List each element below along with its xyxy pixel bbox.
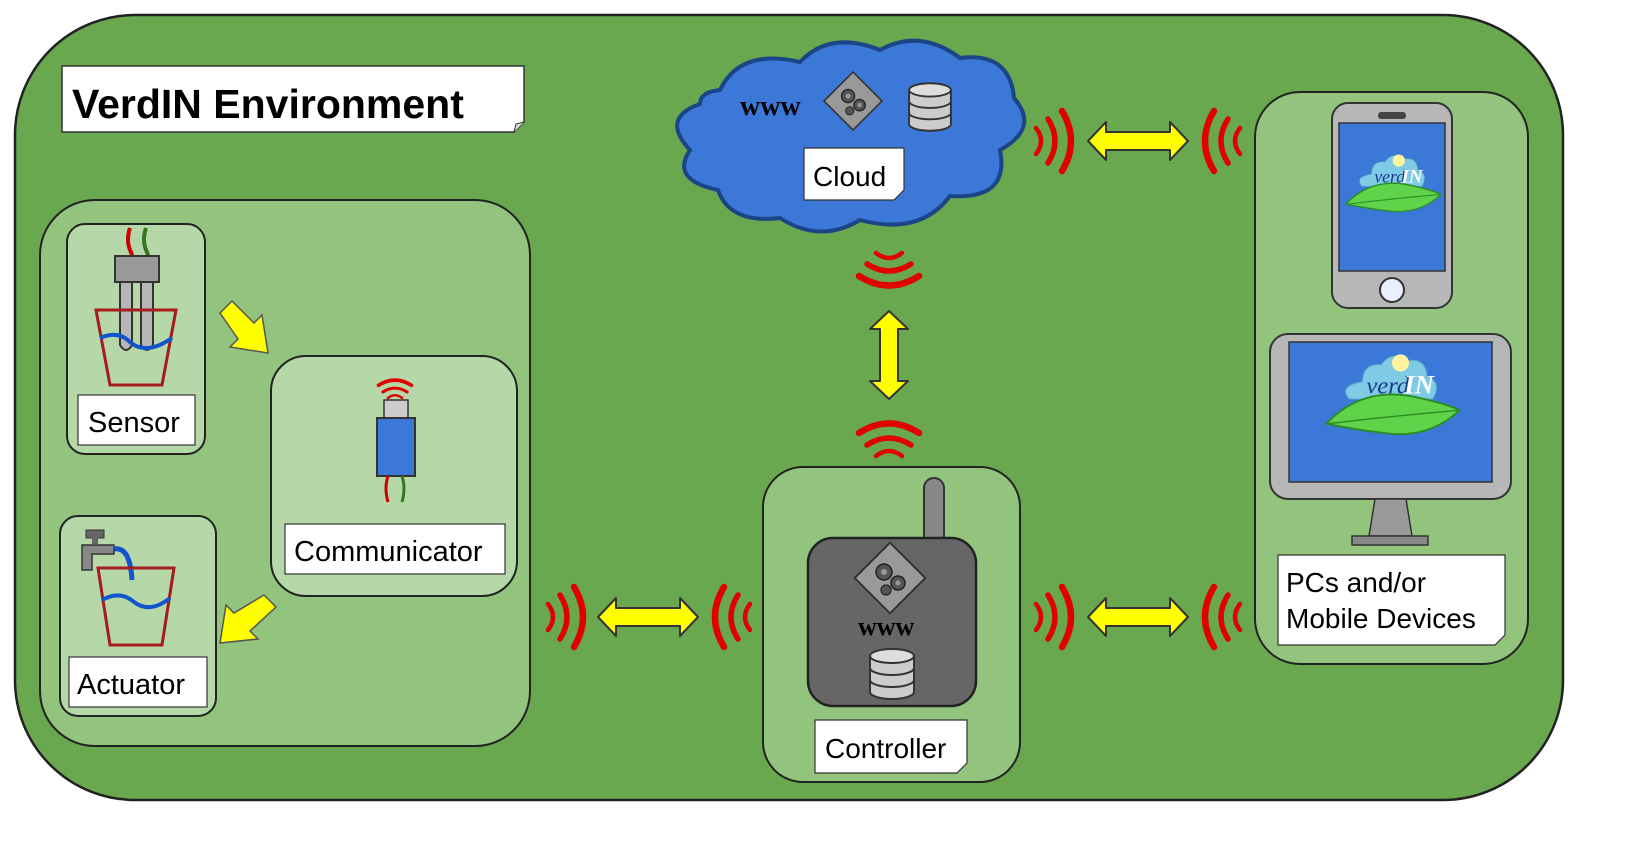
smartphone-icon: verd IN xyxy=(1331,102,1453,309)
devices-label-line2: Mobile Devices xyxy=(1286,603,1476,634)
sensor-node: Sensor xyxy=(66,223,206,455)
cloud-label: Cloud xyxy=(813,161,886,192)
controller-label: Controller xyxy=(825,733,946,764)
actuator-node: Actuator xyxy=(59,515,217,717)
communicator-to-actuator-arrow xyxy=(219,594,278,644)
communicator-node: Communicator xyxy=(270,355,518,597)
cloud-www-label: www xyxy=(740,91,801,122)
monitor-verdin-logo: verd IN xyxy=(1325,353,1461,436)
communicator-label: Communicator xyxy=(294,536,483,568)
svg-text:verd: verd xyxy=(1374,166,1405,186)
svg-text:verd: verd xyxy=(1366,372,1410,399)
sensor-to-communicator-arrow xyxy=(219,299,269,354)
monitor-icon: verd IN xyxy=(1269,333,1512,546)
phone-verdin-logo: verd IN xyxy=(1345,153,1442,213)
controller-device xyxy=(806,536,978,708)
svg-text:IN: IN xyxy=(1403,369,1434,399)
soil-sensor-icon xyxy=(94,255,178,387)
svg-text:IN: IN xyxy=(1401,166,1424,187)
faucet-icon xyxy=(81,529,176,647)
controller-database-icon xyxy=(869,648,915,700)
devices-panel: verd IN verd IN PCs and/or Mobile Device… xyxy=(1254,91,1529,665)
controller-www-label: www xyxy=(858,612,915,641)
radio-module-icon xyxy=(376,378,416,503)
controller-node: www Controller xyxy=(762,466,1021,783)
cloud-node: www Cloud xyxy=(675,38,1027,234)
title-box: VerdIN Environment xyxy=(61,65,525,133)
sensor-label: Sensor xyxy=(88,407,180,439)
environment-title: VerdIN Environment xyxy=(72,81,464,127)
database-icon xyxy=(908,82,952,132)
actuator-label: Actuator xyxy=(77,669,185,701)
devices-label-line1: PCs and/or xyxy=(1286,567,1426,598)
antenna-icon xyxy=(923,477,945,547)
